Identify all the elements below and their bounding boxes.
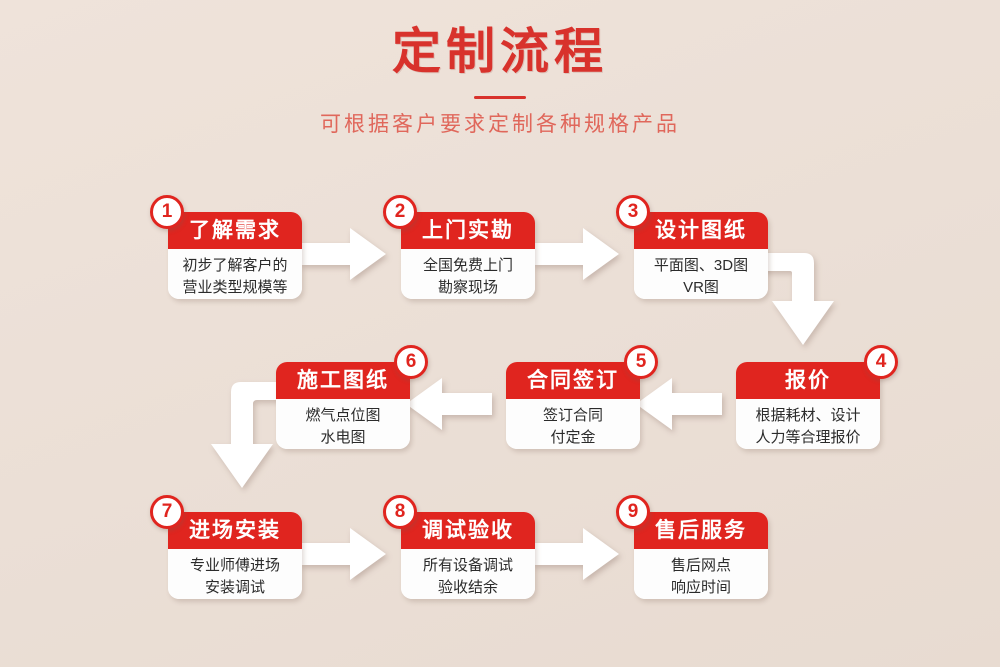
arrow-step7-to-step8 [300, 528, 386, 580]
elbow-step6-to-step7 [197, 382, 307, 497]
step-card-7[interactable]: 7 进场安装 专业师傅进场 安装调试 [150, 495, 302, 599]
step-badge-5: 5 [624, 345, 658, 379]
step-badge-8: 8 [383, 495, 417, 529]
step-body-line: VR图 [683, 279, 719, 296]
step-body-5: 签订合同 付定金 [506, 399, 640, 449]
step-body-line: 所有设备调试 [422, 557, 513, 574]
arrow-step2-to-step3 [533, 228, 619, 280]
step-title-8: 调试验收 [401, 512, 535, 549]
step-body-line: 人力等合理报价 [755, 429, 861, 446]
step-body-line: 响应时间 [670, 579, 731, 596]
step-card-5[interactable]: 5 合同签订 签订合同 付定金 [506, 345, 658, 449]
step-title-7: 进场安装 [168, 512, 302, 549]
step-body-line: 勘察现场 [437, 279, 498, 296]
step-body-line: 付定金 [550, 429, 596, 446]
step-card-2[interactable]: 2 上门实勘 全国免费上门 勘察现场 [383, 195, 535, 299]
step-body-line: 根据耗材、设计 [755, 407, 861, 424]
arrow-step1-to-step2 [300, 228, 386, 280]
step-body-line: 营业类型规模等 [182, 279, 288, 296]
step-body-2: 全国免费上门 勘察现场 [401, 249, 535, 299]
step-body-1: 初步了解客户的 营业类型规模等 [168, 249, 302, 299]
step-badge-1: 1 [150, 195, 184, 229]
step-badge-2: 2 [383, 195, 417, 229]
step-title-5: 合同签订 [506, 362, 640, 399]
arrow-step5-to-step6 [406, 378, 492, 430]
step-badge-4: 4 [864, 345, 898, 379]
step-body-6: 燃气点位图 水电图 [276, 399, 410, 449]
page-header: 定制流程 可根据客户要求定制各种规格产品 [0, 22, 1000, 139]
step-title-4: 报价 [736, 362, 880, 399]
step-body-line: 售后网点 [670, 557, 731, 574]
step-card-4[interactable]: 4 报价 根据耗材、设计 人力等合理报价 [736, 345, 898, 449]
arrow-step4-to-step5 [636, 378, 722, 430]
step-badge-6: 6 [394, 345, 428, 379]
step-body-line: 安装调试 [204, 579, 265, 596]
step-badge-7: 7 [150, 495, 184, 529]
step-badge-9: 9 [616, 495, 650, 529]
step-body-7: 专业师傅进场 安装调试 [168, 549, 302, 599]
step-title-3: 设计图纸 [634, 212, 768, 249]
step-body-line: 水电图 [320, 429, 366, 446]
step-body-8: 所有设备调试 验收结余 [401, 549, 535, 599]
step-body-line: 平面图、3D图 [653, 257, 749, 274]
step-card-6[interactable]: 6 施工图纸 燃气点位图 水电图 [276, 345, 428, 449]
step-body-3: 平面图、3D图 VR图 [634, 249, 768, 299]
step-card-3[interactable]: 3 设计图纸 平面图、3D图 VR图 [616, 195, 768, 299]
step-title-2: 上门实勘 [401, 212, 535, 249]
step-body-line: 签订合同 [542, 407, 603, 424]
step-body-line: 专业师傅进场 [189, 557, 280, 574]
step-body-4: 根据耗材、设计 人力等合理报价 [736, 399, 880, 449]
title-divider [474, 96, 526, 99]
step-badge-3: 3 [616, 195, 650, 229]
page-subtitle: 可根据客户要求定制各种规格产品 [320, 113, 680, 136]
elbow-step3-to-step4 [748, 253, 858, 351]
step-body-line: 燃气点位图 [305, 407, 381, 424]
step-title-6: 施工图纸 [276, 362, 410, 399]
step-title-1: 了解需求 [168, 212, 302, 249]
step-card-9[interactable]: 9 售后服务 售后网点 响应时间 [616, 495, 768, 599]
step-card-8[interactable]: 8 调试验收 所有设备调试 验收结余 [383, 495, 535, 599]
step-card-1[interactable]: 1 了解需求 初步了解客户的 营业类型规模等 [150, 195, 302, 299]
step-body-line: 验收结余 [437, 579, 498, 596]
step-body-line: 全国免费上门 [422, 257, 513, 274]
arrow-step8-to-step9 [533, 528, 619, 580]
step-body-line: 初步了解客户的 [182, 257, 288, 274]
page-title: 定制流程 [391, 25, 608, 79]
step-title-9: 售后服务 [634, 512, 768, 549]
step-body-9: 售后网点 响应时间 [634, 549, 768, 599]
